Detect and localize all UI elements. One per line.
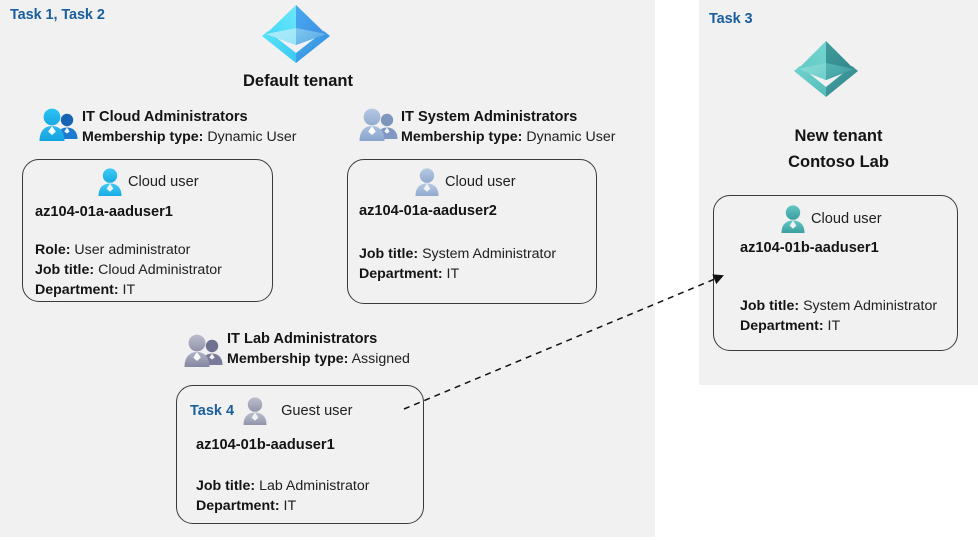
attr-row: Role: User administrator: [35, 240, 222, 260]
attr-row: Job title: Cloud Administrator: [35, 260, 222, 280]
attr-value: User administrator: [74, 242, 191, 258]
card-user-header: Cloud user: [97, 167, 199, 197]
group-membership: Membership type: Assigned: [227, 349, 410, 370]
card-user-header: Cloud user: [414, 167, 516, 197]
task-label-1-2: Task 1, Task 2: [10, 7, 105, 23]
attr-label: Role:: [35, 242, 71, 258]
attr-row: Job title: Lab Administrator: [196, 476, 369, 496]
group-users-icon-cloud-admins: [38, 106, 80, 144]
attr-value: System Administrator: [422, 246, 557, 262]
attr-value: Cloud Administrator: [98, 262, 222, 278]
card-user-type: Cloud user: [128, 174, 199, 190]
task-label-3: Task 3: [709, 11, 753, 27]
attr-value: Lab Administrator: [259, 478, 370, 494]
attr-label: Job title:: [196, 478, 256, 494]
attr-label: Department:: [196, 498, 280, 514]
card-username: az104-01b-aaduser1: [196, 437, 335, 453]
attr-label: Job title:: [359, 246, 419, 262]
group-membership-value: Assigned: [351, 351, 410, 367]
group-membership-label: Membership type:: [227, 351, 349, 367]
card-user-header: Cloud user: [780, 204, 882, 234]
attr-label: Department:: [740, 318, 824, 334]
card-aaduser1-cloud[interactable]: Cloud user az104-01a-aaduser1 Role: User…: [22, 159, 273, 302]
attr-value: IT: [446, 266, 460, 282]
attr-label: Job title:: [740, 298, 800, 314]
group-block-lab-admins: IT Lab Administrators Membership type: A…: [227, 329, 410, 370]
card-username: az104-01a-aaduser1: [35, 204, 173, 220]
card-aaduser1b-guest[interactable]: Task 4 Guest user az104-01b-aaduser1 Job…: [176, 385, 424, 524]
group-title: IT Cloud Administrators: [82, 109, 248, 125]
card-attributes: Job title: System Administrator Departme…: [740, 296, 937, 336]
default-tenant-panel: [0, 0, 655, 537]
attr-row: Job title: System Administrator: [359, 244, 556, 264]
group-membership: Membership type: Dynamic User: [401, 127, 615, 148]
card-username: az104-01a-aaduser2: [359, 203, 497, 219]
attr-value: IT: [827, 318, 841, 334]
group-users-icon-lab-admins: [183, 332, 225, 370]
guest-user-icon: [243, 397, 267, 425]
attr-label: Job title:: [35, 262, 95, 278]
group-block-cloud-admins: IT Cloud Administrators Membership type:…: [82, 107, 296, 148]
card-user-type: Cloud user: [811, 211, 882, 227]
card-username: az104-01b-aaduser1: [740, 240, 879, 256]
group-membership-label: Membership type:: [401, 129, 523, 145]
attr-row: Department: IT: [740, 316, 937, 336]
card-attributes: Job title: Lab Administrator Department:…: [196, 476, 369, 516]
group-membership-value: Dynamic User: [526, 129, 616, 145]
attr-value: IT: [122, 282, 136, 298]
azure-ad-tenant-icon-default: [257, 2, 335, 64]
attr-row: Department: IT: [35, 280, 222, 300]
group-membership-label: Membership type:: [82, 129, 204, 145]
new-tenant-caption-line2: Contoso Lab: [788, 153, 889, 171]
group-membership-value: Dynamic User: [207, 129, 297, 145]
card-attributes: Role: User administrator Job title: Clou…: [35, 240, 222, 300]
cloud-user-icon: [98, 168, 122, 196]
group-users-icon-system-admins: [358, 106, 400, 144]
card-user-header: Task 4 Guest user: [190, 396, 352, 426]
azure-ad-tenant-icon-new: [789, 38, 863, 98]
group-title: IT Lab Administrators: [227, 331, 378, 347]
cloud-user-icon: [415, 168, 439, 196]
task-label-4: Task 4: [190, 403, 235, 419]
new-tenant-caption-line1: New tenant: [794, 127, 883, 145]
card-user-type: Guest user: [281, 403, 353, 419]
attr-row: Job title: System Administrator: [740, 296, 937, 316]
card-user-type: Cloud user: [445, 174, 516, 190]
attr-value: IT: [283, 498, 297, 514]
attr-row: Department: IT: [196, 496, 369, 516]
group-title: IT System Administrators: [401, 109, 578, 125]
card-attributes: Job title: System Administrator Departme…: [359, 244, 556, 284]
cloud-user-icon: [781, 205, 805, 233]
attr-label: Department:: [35, 282, 119, 298]
attr-row: Department: IT: [359, 264, 556, 284]
card-aaduser2-cloud[interactable]: Cloud user az104-01a-aaduser2 Job title:…: [347, 159, 597, 304]
default-tenant-caption: Default tenant: [242, 72, 353, 90]
attr-label: Department:: [359, 266, 443, 282]
card-aaduser1b-cloud[interactable]: Cloud user az104-01b-aaduser1 Job title:…: [713, 195, 958, 351]
group-membership: Membership type: Dynamic User: [82, 127, 296, 148]
group-block-system-admins: IT System Administrators Membership type…: [401, 107, 615, 148]
attr-value: System Administrator: [803, 298, 938, 314]
